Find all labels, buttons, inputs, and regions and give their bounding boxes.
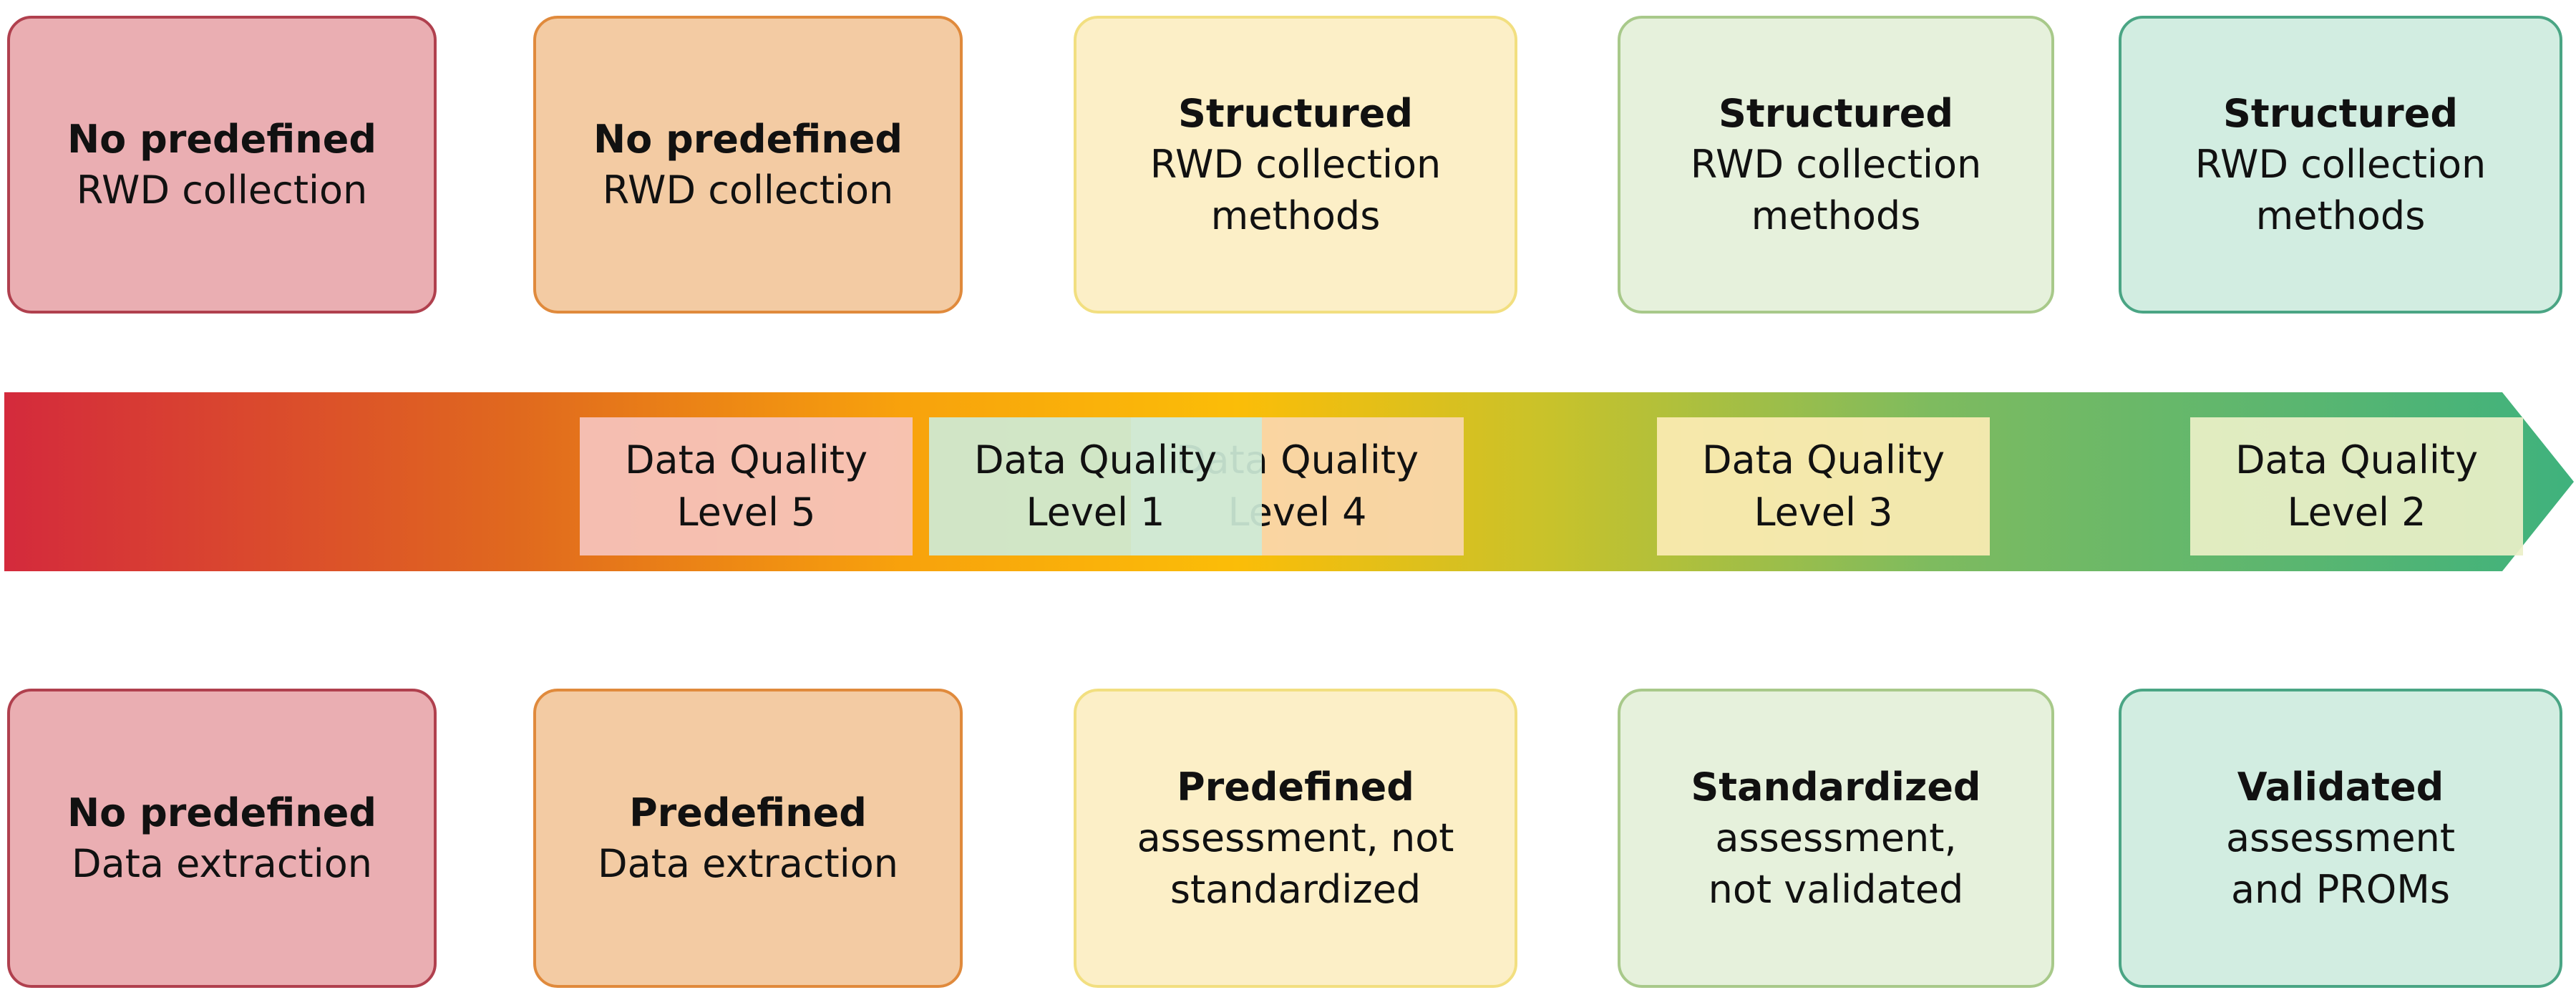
box-text: RWD collection methods [2195,142,2487,238]
box-text: Data extraction [598,841,898,886]
level-number: Level 2 [2287,489,2426,535]
box-heading: Structured [1178,91,1413,137]
level-title: Data Quality [1701,437,1945,482]
data-assessment-box-level-3: Predefined assessment, not standardized [1074,689,1517,988]
rwd-collection-box-level-2: Structured RWD collection methods [1618,16,2054,314]
box-text: Data extraction [72,841,372,886]
box-text: assessment, not standardized [1137,815,1454,912]
rwd-collection-box-level-5: No predefined RWD collection [7,16,437,314]
level-title: Data Quality [2235,437,2479,482]
level-label-2: Data Quality Level 2 [2190,417,2523,555]
box-text: RWD collection [76,168,368,213]
data-assessment-box-level-2: Standardized assessment, not validated [1618,689,2054,988]
box-text: RWD collection methods [1150,142,1442,238]
level-number: Level 1 [1026,489,1165,535]
data-assessment-box-level-1: Validated assessment and PROMs [2119,689,2562,988]
level-label-1: Data Quality Level 1 [929,417,1262,555]
level-label-3: Data Quality Level 3 [1657,417,1990,555]
level-title: Data Quality [973,437,1217,482]
rwd-collection-box-level-4: No predefined RWD collection [533,16,963,314]
level-number: Level 3 [1754,489,1893,535]
level-number: Level 5 [676,489,816,535]
data-assessment-box-level-4: Predefined Data extraction [533,689,963,988]
box-heading: Structured [1719,91,1953,137]
box-text: assessment, not validated [1708,815,1964,912]
box-text: RWD collection methods [1690,142,1982,238]
box-heading: Predefined [1177,765,1414,810]
rwd-collection-box-level-1: Structured RWD collection methods [2119,16,2562,314]
box-heading: Validated [2237,765,2444,810]
data-assessment-box-level-5: No predefined Data extraction [7,689,437,988]
box-heading: Standardized [1691,765,1981,810]
level-title: Data Quality [624,437,868,482]
box-heading: Structured [2223,91,2458,137]
box-heading: No predefined [67,790,377,835]
rwd-collection-box-level-3: Structured RWD collection methods [1074,16,1517,314]
box-heading: No predefined [593,116,903,162]
box-text: assessment and PROMs [2225,815,2456,912]
box-heading: No predefined [67,116,377,162]
level-label-5: Data Quality Level 5 [580,417,913,555]
box-heading: Predefined [629,790,867,835]
box-text: RWD collection [602,168,894,213]
